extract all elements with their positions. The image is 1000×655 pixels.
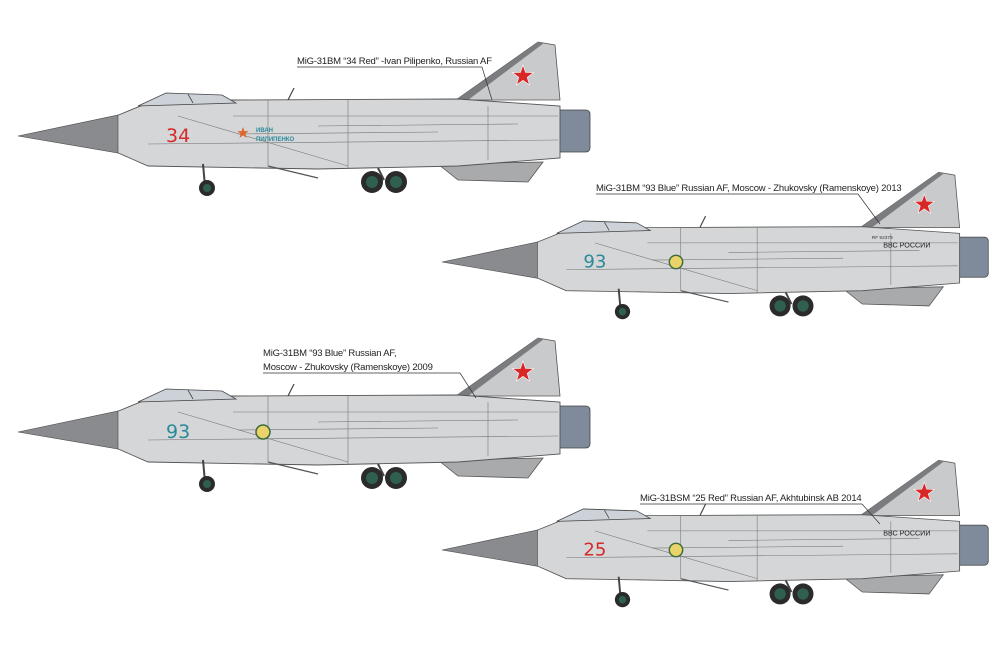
aircraft-profile: 34 ИВАН ПИЛИПЕНКО [17, 41, 591, 196]
aircraft-profile: 25 ВВС РОССИИ [441, 459, 989, 608]
ventral-fin [436, 161, 544, 183]
canopy-frame [187, 93, 194, 104]
antenna [287, 383, 295, 397]
side-number: 34 [166, 125, 190, 147]
main-gear-strut [377, 463, 385, 477]
pilot-name-text: ИВАН [256, 128, 273, 134]
red-star-insignia [511, 360, 535, 382]
panel-line [728, 250, 920, 253]
canopy-frame [604, 509, 610, 519]
nose-cone [441, 241, 538, 279]
main-wheel-hub [797, 588, 809, 600]
panel-line [317, 123, 519, 127]
panel-line [237, 427, 439, 431]
profile-caption: MiG-31BSM “25 Red” Russian AF, Akhtubins… [640, 493, 861, 504]
panel-line [317, 419, 519, 423]
side-number: 93 [583, 252, 606, 273]
side-number: 25 [583, 540, 606, 561]
aircraft-profile: 93 [17, 337, 591, 492]
side-number: 93 [166, 421, 190, 443]
main-wheel-hub [390, 472, 402, 484]
panel-line [566, 265, 958, 270]
red-star-insignia [913, 481, 936, 502]
panel-line [566, 553, 958, 558]
tail-serial: RF 92379 [872, 235, 893, 241]
tail-text: ВВС РОССИИ [883, 242, 930, 250]
red-star-insignia [511, 64, 535, 86]
antenna [287, 87, 295, 101]
profile-caption: MiG-31BM “93 Blue” Russian AF, [263, 348, 396, 359]
exhaust-nozzle [555, 109, 591, 153]
nose-cone [441, 529, 538, 567]
unit-emblem [668, 542, 684, 558]
unit-emblem [255, 424, 271, 440]
main-wheel-hub [366, 472, 378, 484]
panel-line [147, 139, 559, 145]
canopy-frame [604, 221, 610, 231]
canopy [556, 508, 652, 522]
panel-line [652, 257, 844, 261]
emblem-star [237, 127, 249, 138]
canopy [556, 220, 652, 234]
panel-line [147, 435, 559, 441]
main-wheel-hub [797, 300, 809, 312]
profile-caption: Moscow - Zhukovsky (Ramenskoye) 2009 [263, 362, 433, 373]
profile-caption: MiG-31BM “93 Blue” Russian AF, Moscow - … [596, 183, 902, 194]
exhaust-nozzle [955, 236, 989, 278]
nose-cone [17, 114, 119, 154]
fin-leading-edge [860, 460, 945, 516]
panel-line [237, 131, 439, 135]
nose-wheel-hub [203, 184, 211, 192]
caption-leader-line [861, 503, 881, 525]
antenna [699, 503, 707, 516]
caption-leader-line [857, 193, 881, 225]
pylon [267, 461, 319, 475]
exhaust-nozzle [955, 524, 989, 566]
main-gear-strut [784, 580, 793, 593]
ventral-fin [436, 457, 544, 479]
nose-wheel-hub [618, 595, 627, 604]
main-gear-strut [784, 292, 793, 305]
nose-wheel-hub [203, 480, 211, 488]
profile-caption: MiG-31BM “34 Red” -Ivan Pilipenko, Russi… [297, 56, 492, 67]
ventral-fin [842, 574, 945, 595]
panel-line [652, 545, 844, 549]
main-gear-strut [377, 167, 385, 181]
unit-emblem [668, 254, 684, 270]
caption-leader-line [459, 372, 477, 399]
caption-leader-line [481, 66, 493, 101]
main-wheel-hub [366, 176, 378, 188]
canopy-frame [187, 389, 194, 400]
pylon [680, 578, 729, 591]
antenna [699, 215, 707, 228]
pilot-name-text: ПИЛИПЕНКО [256, 137, 294, 143]
canopy [137, 92, 238, 107]
panel-line [177, 115, 349, 167]
pylon [267, 165, 319, 179]
fin-leading-edge [456, 338, 544, 396]
exhaust-nozzle [555, 405, 591, 449]
fin-leading-edge [456, 42, 544, 100]
fin-leading-edge [860, 172, 945, 228]
canopy [137, 388, 238, 403]
nose-cone [17, 410, 119, 450]
panel-line [728, 538, 920, 541]
tail-text: ВВС РОССИИ [883, 530, 930, 538]
nose-wheel-hub [618, 307, 627, 316]
ventral-fin [842, 286, 945, 307]
main-wheel-hub [774, 588, 786, 600]
main-wheel-hub [390, 176, 402, 188]
pylon [680, 290, 729, 303]
red-star-insignia [913, 193, 936, 214]
main-wheel-hub [774, 300, 786, 312]
